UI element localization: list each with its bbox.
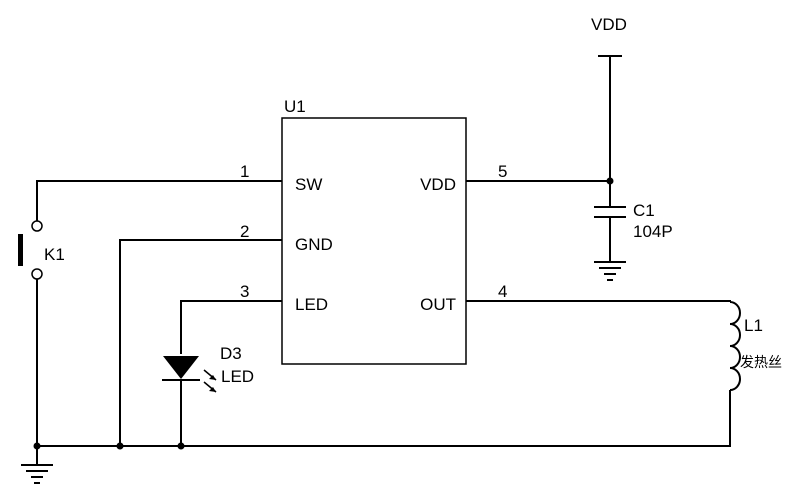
inductor-ref-label: L1 — [744, 316, 763, 335]
led-triangle — [163, 356, 199, 379]
ground-symbol-cap — [594, 261, 626, 281]
junction-vdd — [606, 177, 614, 185]
pin-led-name: LED — [295, 295, 328, 314]
ic-body — [281, 117, 467, 365]
pin-out-number: 4 — [498, 282, 507, 301]
switch-k1: K1 — [18, 220, 65, 280]
pin-led-number: 3 — [240, 282, 249, 301]
ic-ref-label: U1 — [284, 97, 306, 116]
pin-vdd-name: VDD — [420, 175, 456, 194]
pin-vdd-number: 5 — [498, 162, 507, 181]
wire-ground-bus — [37, 390, 731, 447]
pin-sw-number: 1 — [240, 162, 249, 181]
led-ref-label: D3 — [220, 344, 242, 363]
ic-u1: U1 SW GND LED VDD OUT 1 2 3 5 4 — [240, 97, 507, 365]
pin-out-name: OUT — [420, 295, 456, 314]
wire-out — [466, 300, 731, 302]
wire-gnd-pin — [119, 239, 282, 446]
vdd-supply-label: VDD — [591, 15, 627, 34]
pin-gnd-name: GND — [295, 235, 333, 254]
wire-led-anode — [180, 300, 282, 354]
vdd-supply: VDD — [591, 15, 627, 57]
capacitor-c1: C1 104P — [594, 201, 673, 241]
ground-symbol-main — [21, 464, 53, 484]
junction-ground-led — [177, 442, 185, 450]
pin-sw-name: SW — [295, 175, 322, 194]
cap-value-label: 104P — [633, 222, 673, 241]
k1-contact-bottom — [31, 268, 43, 280]
cap-ref-label: C1 — [633, 201, 655, 220]
inductor-coil — [729, 301, 741, 391]
switch-ref-label: K1 — [44, 245, 65, 264]
wire-sw — [36, 180, 282, 221]
junctions — [33, 177, 614, 450]
pin-gnd-number: 2 — [240, 222, 249, 241]
inductor-l1: L1 发热丝 — [729, 301, 782, 391]
k1-actuator — [18, 234, 23, 266]
k1-contact-top — [31, 220, 43, 232]
junction-ground-k1 — [33, 442, 41, 450]
junction-ground-gnd — [116, 442, 124, 450]
led-d3: D3 LED — [162, 344, 254, 393]
led-name-label: LED — [221, 367, 254, 386]
inductor-description: 发热丝 — [740, 354, 782, 370]
